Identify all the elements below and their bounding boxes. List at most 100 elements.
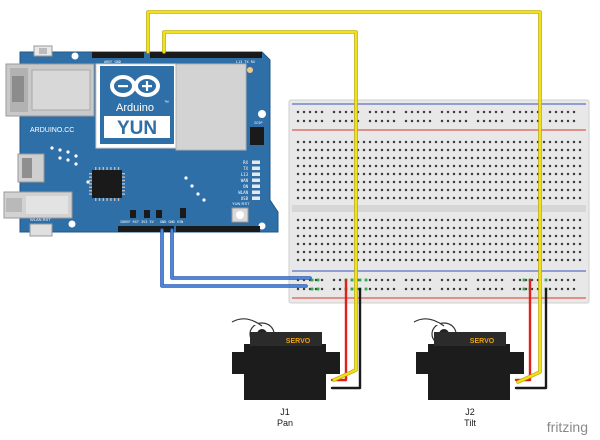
breadboard-hole bbox=[560, 287, 564, 291]
breadboard-hole bbox=[470, 148, 474, 152]
breadboard-hole bbox=[452, 278, 456, 282]
breadboard-hole bbox=[458, 196, 462, 200]
status-led bbox=[252, 196, 260, 200]
breadboard-hole bbox=[332, 156, 336, 160]
breadboard-hole bbox=[350, 156, 354, 160]
chip-pin bbox=[110, 167, 112, 170]
breadboard-hole bbox=[380, 196, 384, 200]
breadboard bbox=[288, 99, 590, 304]
breadboard-hole bbox=[566, 140, 570, 144]
breadboard-hole bbox=[464, 148, 468, 152]
breadboard-hole bbox=[410, 180, 414, 184]
breadboard-hole bbox=[368, 250, 372, 254]
breadboard-hole bbox=[380, 172, 384, 176]
breadboard-hole bbox=[398, 172, 402, 176]
breadboard-hole bbox=[512, 226, 516, 230]
breadboard-hole bbox=[386, 110, 390, 114]
breadboard-hole bbox=[470, 156, 474, 160]
breadboard-hole bbox=[524, 172, 528, 176]
breadboard-hole bbox=[518, 234, 522, 238]
breadboard-hole bbox=[332, 188, 336, 192]
component bbox=[180, 208, 186, 218]
board-dot bbox=[86, 180, 90, 184]
breadboard-hole bbox=[320, 148, 324, 152]
breadboard-hole bbox=[524, 226, 528, 230]
breadboard-hole bbox=[302, 258, 306, 262]
breadboard-hole bbox=[296, 156, 300, 160]
breadboard-hole bbox=[494, 140, 498, 144]
breadboard-hole bbox=[452, 258, 456, 262]
breadboard-hole bbox=[380, 148, 384, 152]
breadboard-hole bbox=[440, 278, 444, 282]
breadboard-hole bbox=[404, 164, 408, 168]
breadboard-hole bbox=[536, 234, 540, 238]
breadboard-hole bbox=[578, 172, 582, 176]
breadboard-hole bbox=[326, 218, 330, 222]
breadboard-hole bbox=[524, 242, 528, 246]
breadboard-hole bbox=[470, 218, 474, 222]
breadboard-hole bbox=[332, 234, 336, 238]
breadboard-hole bbox=[302, 218, 306, 222]
breadboard-hole bbox=[506, 242, 510, 246]
breadboard-hole bbox=[374, 234, 378, 238]
breadboard-hole bbox=[482, 258, 486, 262]
breadboard-hole bbox=[392, 234, 396, 238]
breadboard-hole bbox=[296, 250, 300, 254]
breadboard-hole bbox=[512, 234, 516, 238]
wire-yellow-servo1 bbox=[162, 30, 358, 382]
breadboard-hole bbox=[542, 242, 546, 246]
breadboard-hole bbox=[476, 242, 480, 246]
breadboard-hole bbox=[524, 148, 528, 152]
breadboard-hole bbox=[578, 258, 582, 262]
breadboard-hole bbox=[308, 164, 312, 168]
breadboard-hole bbox=[410, 234, 414, 238]
breadboard-hole bbox=[344, 110, 348, 114]
breadboard-hole bbox=[578, 156, 582, 160]
breadboard-hole bbox=[470, 234, 474, 238]
breadboard-hole bbox=[356, 196, 360, 200]
breadboard-hole bbox=[386, 234, 390, 238]
board-dot bbox=[74, 162, 78, 166]
breadboard-hole bbox=[380, 242, 384, 246]
breadboard-hole bbox=[554, 188, 558, 192]
breadboard-hole bbox=[338, 156, 342, 160]
breadboard-hole bbox=[446, 258, 450, 262]
breadboard-hole bbox=[476, 278, 480, 282]
breadboard-hole bbox=[452, 180, 456, 184]
breadboard-hole bbox=[488, 196, 492, 200]
breadboard-hole bbox=[452, 140, 456, 144]
breadboard-hole bbox=[488, 287, 492, 291]
breadboard-hole bbox=[518, 226, 522, 230]
breadboard-hole bbox=[416, 140, 420, 144]
breadboard-hole bbox=[548, 140, 552, 144]
breadboard-hole bbox=[464, 196, 468, 200]
breadboard-hole bbox=[512, 287, 516, 291]
breadboard-hole bbox=[422, 164, 426, 168]
breadboard-hole bbox=[422, 180, 426, 184]
breadboard-hole bbox=[536, 140, 540, 144]
board-dot bbox=[202, 198, 206, 202]
breadboard-hole bbox=[416, 110, 420, 114]
chip-pin bbox=[106, 198, 108, 201]
breadboard-hole bbox=[338, 196, 342, 200]
breadboard-hole bbox=[320, 234, 324, 238]
servo-function: Pan bbox=[277, 418, 293, 428]
breadboard-hole bbox=[554, 278, 558, 282]
breadboard-hole bbox=[332, 164, 336, 168]
breadboard-hole bbox=[404, 140, 408, 144]
breadboard-hole bbox=[578, 234, 582, 238]
breadboard-hole bbox=[362, 242, 366, 246]
breadboard-hole bbox=[476, 164, 480, 168]
breadboard-hole bbox=[500, 172, 504, 176]
breadboard-hole bbox=[554, 196, 558, 200]
breadboard-hole bbox=[440, 140, 444, 144]
component bbox=[144, 210, 150, 218]
breadboard-hole bbox=[566, 110, 570, 114]
breadboard-hole bbox=[458, 218, 462, 222]
breadboard-hole bbox=[428, 110, 432, 114]
breadboard-hole bbox=[344, 188, 348, 192]
breadboard-hole bbox=[476, 258, 480, 262]
breadboard-hole bbox=[548, 196, 552, 200]
breadboard-hole bbox=[368, 188, 372, 192]
